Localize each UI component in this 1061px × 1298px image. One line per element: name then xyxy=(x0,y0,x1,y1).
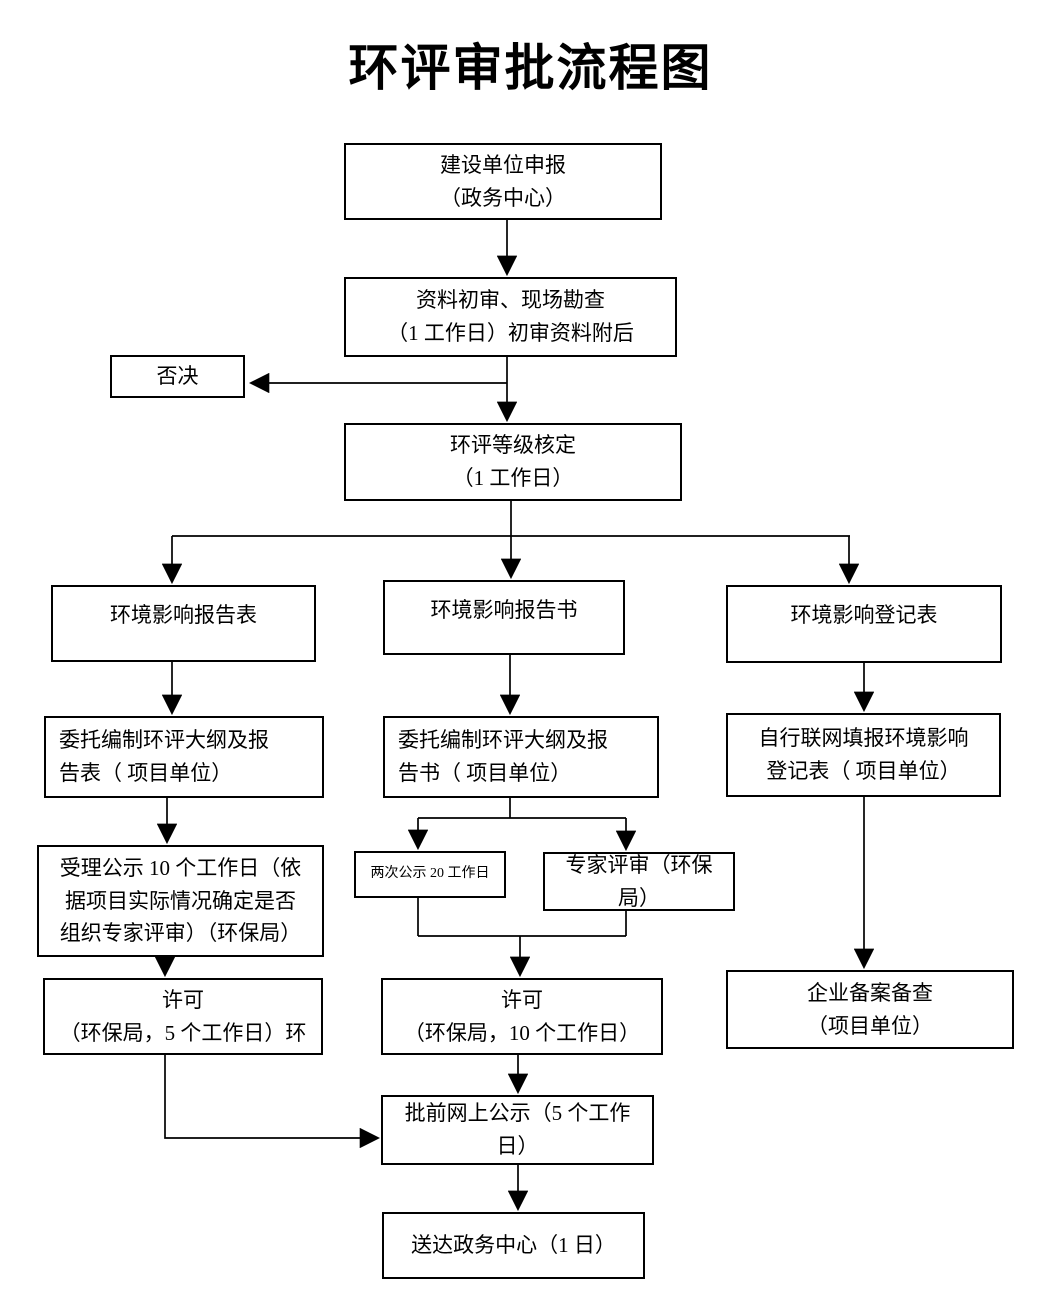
node-pre-approval-publicity: 批前网上公示（5 个工作 日） xyxy=(381,1095,654,1165)
node-entrust-form: 委托编制环评大纲及报 告表（ 项目单位） xyxy=(44,716,324,798)
node-self-register: 自行联网填报环境影响 登记表（ 项目单位） xyxy=(726,713,1001,797)
node-delivery: 送达政务中心（1 日） xyxy=(382,1212,645,1279)
node-grading: 环评等级核定 （1 工作日） xyxy=(344,423,682,501)
node-registration-form: 环境影响登记表 xyxy=(726,585,1002,663)
node-declare: 建设单位申报 （政务中心） xyxy=(344,143,662,220)
node-acceptance-publicity: 受理公示 10 个工作日（依 据项目实际情况确定是否 组织专家评审）（环保局） xyxy=(37,845,324,957)
node-enterprise-filing: 企业备案备查 （项目单位） xyxy=(726,970,1014,1049)
node-initial-review: 资料初审、现场勘查 （1 工作日）初审资料附后 xyxy=(344,277,677,357)
node-report-book: 环境影响报告书 xyxy=(383,580,625,655)
page-title: 环评审批流程图 xyxy=(348,40,713,96)
node-entrust-book: 委托编制环评大纲及报 告书（ 项目单位） xyxy=(383,716,659,798)
node-reject: 否决 xyxy=(110,355,245,398)
node-two-publicity: 两次公示 20 工作日 xyxy=(354,851,506,898)
node-permit-book: 许可 （环保局，10 个工作日） xyxy=(381,978,663,1055)
connector-permit-form-to-publicity xyxy=(164,1055,381,1149)
node-permit-form: 许可 （环保局，5 个工作日）环 xyxy=(43,978,323,1055)
node-report-form: 环境影响报告表 xyxy=(51,585,316,662)
node-expert-review: 专家评审（环保局） xyxy=(543,852,735,911)
